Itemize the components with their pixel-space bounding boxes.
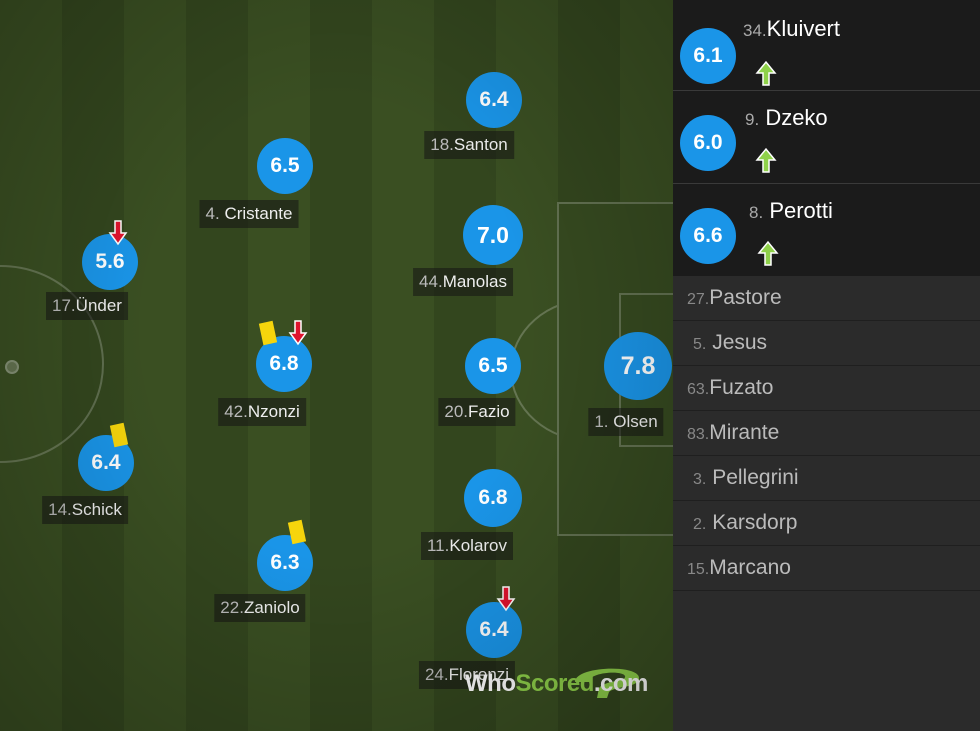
substitutes-panel: 6.1 34.Kluivert 6.0 9. Dzeko 6.6 8. Pero… [673,0,980,731]
player-rating: 6.5 [465,338,521,394]
player-name: 4. Cristante [199,200,299,228]
player-rating: 6.4 [466,72,522,128]
player-name: 27.Pastore [687,286,782,309]
subbed-on-icon [757,240,779,266]
bench-row[interactable]: 2. Karsdorp [673,501,980,546]
question-mark-icon [575,668,639,698]
player-name: 34.Kluivert [743,16,840,41]
player-name: 20.Fazio [438,398,516,426]
player-rating: 6.3 [257,535,313,591]
player-name: 14.Schick [42,496,128,524]
player-rating: 6.6 [680,208,736,264]
center-spot [5,360,19,374]
player-rating: 5.6 [82,234,138,290]
player-rating: 6.5 [257,138,313,194]
player-rating: 6.8 [256,336,312,392]
player-rating: 6.0 [680,115,736,171]
player-rating: 6.4 [466,602,522,658]
player-rating: 6.1 [680,28,736,84]
bench-row[interactable]: 63.Fuzato [673,366,980,411]
player-name: 8. Perotti [749,198,833,223]
player-name: 17.Ünder [46,292,128,320]
bench-row[interactable]: 5. Jesus [673,321,980,366]
player-name: 15.Marcano [687,556,791,579]
bench-row[interactable]: 83.Mirante [673,411,980,456]
bench-row[interactable]: 15.Marcano [673,546,980,591]
yellow-card-icon [258,320,278,346]
subbed-off-icon [108,220,128,246]
subbed-on-icon [755,60,777,86]
player-name: 44.Manolas [413,268,513,296]
player-name: 9. Dzeko [745,105,828,130]
player-name: 11.Kolarov [420,532,514,560]
player-name: 5. Jesus [693,331,768,354]
player-rating: 7.0 [463,205,523,265]
player-rating: 6.4 [78,435,134,491]
player-name: 2. Karsdorp [693,511,798,534]
pitch: 5.6 17.Ünder 6.4 14.Schick 6.5 4. Crista… [0,0,673,731]
substitute-row[interactable]: 6.0 9. Dzeko [673,91,980,184]
substitute-row[interactable]: 6.6 8. Perotti [673,184,980,276]
player-name: 63.Fuzato [687,376,774,399]
player-name: 3. Pellegrini [693,466,799,489]
player-name: 83.Mirante [687,421,780,444]
player-name: 42.Nzonzi [218,398,306,426]
bench-row[interactable]: 3. Pellegrini [673,456,980,501]
player-name: 18.Santon [424,131,514,159]
player-rating: 6.8 [464,469,522,527]
player-name: 1. Olsen [588,408,664,436]
bench-row[interactable]: 27.Pastore [673,276,980,321]
player-rating: 7.8 [604,332,672,400]
substitute-row[interactable]: 6.1 34.Kluivert [673,0,980,91]
subbed-off-icon [288,320,308,346]
whoscored-logo: WhoScored.com [465,668,648,698]
subbed-on-icon [755,147,777,173]
subbed-off-icon [496,586,516,612]
player-name: 24.Florenzi [418,661,516,689]
player-name: 22.Zaniolo [214,594,306,622]
